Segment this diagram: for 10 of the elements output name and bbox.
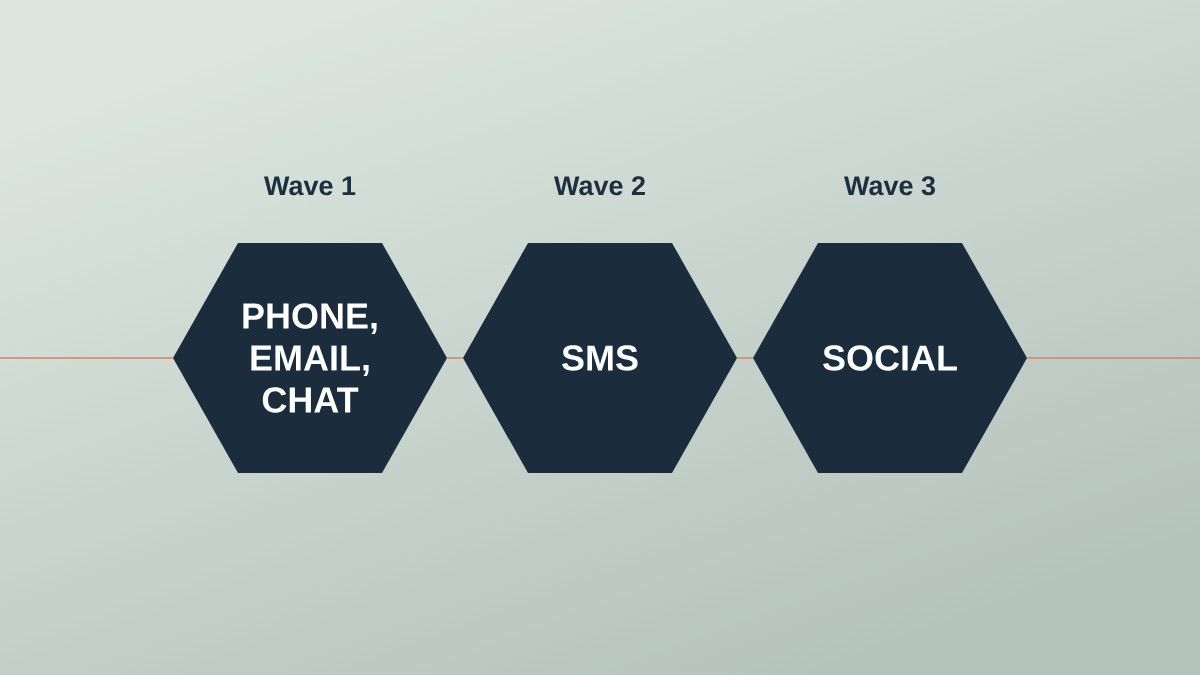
hexagon: SOCIAL xyxy=(753,243,1027,473)
connector-line xyxy=(1026,357,1200,359)
wave-heading: Wave 1 xyxy=(264,176,356,196)
hexagon: PHONE, EMAIL, CHAT xyxy=(173,243,447,473)
connector-line xyxy=(446,357,464,359)
wave-heading: Wave 3 xyxy=(844,176,936,196)
connector-line xyxy=(736,357,754,359)
wave-heading: Wave 2 xyxy=(554,176,645,196)
hexagon: SMS xyxy=(463,243,737,473)
connector-line xyxy=(0,357,174,359)
